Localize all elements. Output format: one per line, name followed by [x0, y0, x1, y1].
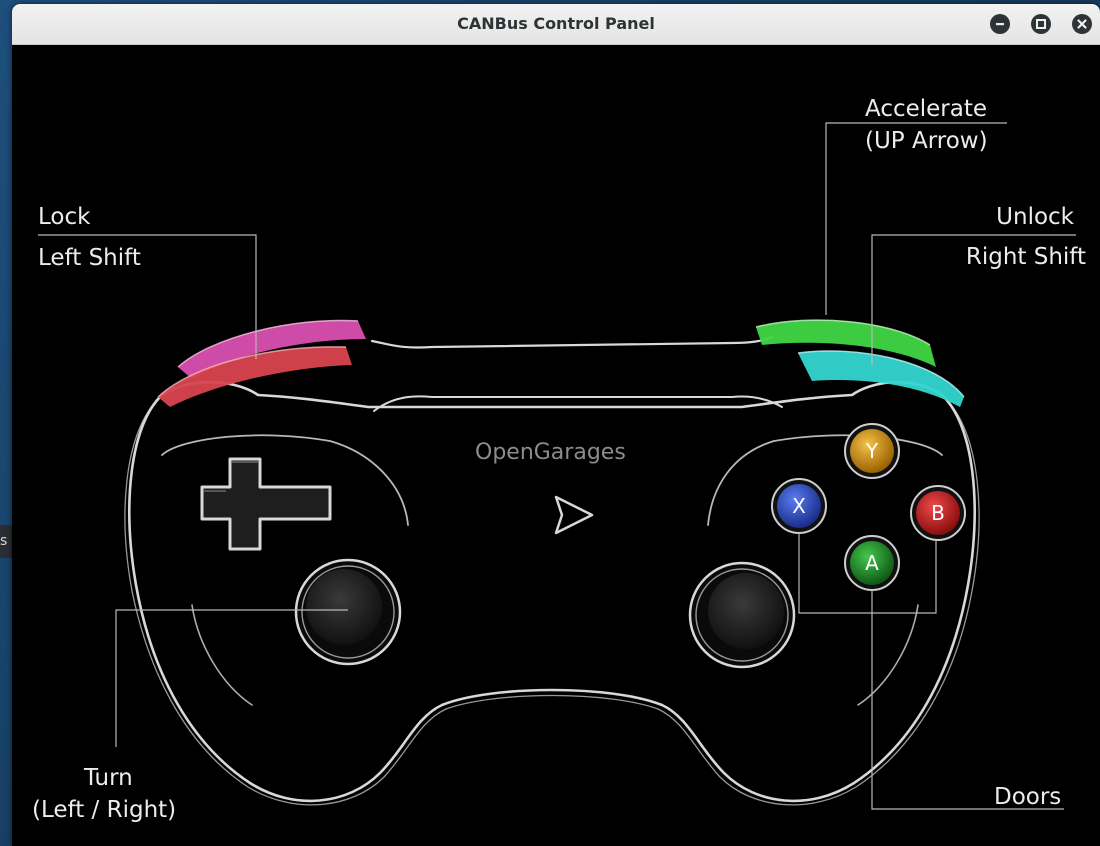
- doors-label: Doors: [994, 784, 1062, 810]
- button-x-label: X: [792, 494, 806, 518]
- control-panel-window[interactable]: CANBus Control Panel: [12, 4, 1100, 846]
- left-thumbstick[interactable]: [294, 558, 402, 666]
- lock-label: Lock: [38, 204, 91, 230]
- button-y-label: Y: [865, 439, 879, 463]
- titlebar[interactable]: CANBus Control Panel: [12, 4, 1100, 45]
- dpad[interactable]: [200, 457, 332, 551]
- controller-body-outline: [124, 335, 980, 806]
- maximize-icon: [1036, 19, 1046, 29]
- button-b[interactable]: B: [910, 485, 966, 541]
- close-button[interactable]: [1072, 14, 1092, 34]
- accelerate-bumper[interactable]: [755, 319, 936, 367]
- start-icon[interactable]: [554, 495, 594, 535]
- right-thumbstick[interactable]: [688, 561, 796, 669]
- turn-key-label: (Left / Right): [32, 797, 177, 823]
- maximize-button[interactable]: [1031, 14, 1051, 34]
- button-b-label: B: [931, 501, 945, 525]
- button-a-label: A: [865, 551, 879, 575]
- turn-label: Turn: [84, 765, 133, 791]
- close-icon: [1077, 19, 1087, 29]
- accelerate-key-label: (UP Arrow): [865, 128, 988, 154]
- unlock-key-label: Right Shift: [965, 244, 1086, 270]
- button-x[interactable]: X: [771, 478, 827, 534]
- gamepad-illustration: Y X B A: [38, 122, 1076, 810]
- button-a[interactable]: A: [844, 535, 900, 591]
- controller-canvas: Y X B A: [12, 45, 1100, 846]
- unlock-bumper[interactable]: [797, 350, 965, 407]
- callout-lines: [38, 122, 1076, 810]
- brand-text: OpenGarages: [475, 440, 626, 465]
- unlock-label: Unlock: [996, 204, 1074, 230]
- lock-key-label: Left Shift: [38, 245, 141, 271]
- button-y[interactable]: Y: [844, 423, 900, 479]
- minimize-icon: [996, 23, 1004, 26]
- accelerate-label: Accelerate: [865, 96, 988, 122]
- window-title: CANBus Control Panel: [457, 14, 655, 33]
- minimize-button[interactable]: [990, 14, 1010, 34]
